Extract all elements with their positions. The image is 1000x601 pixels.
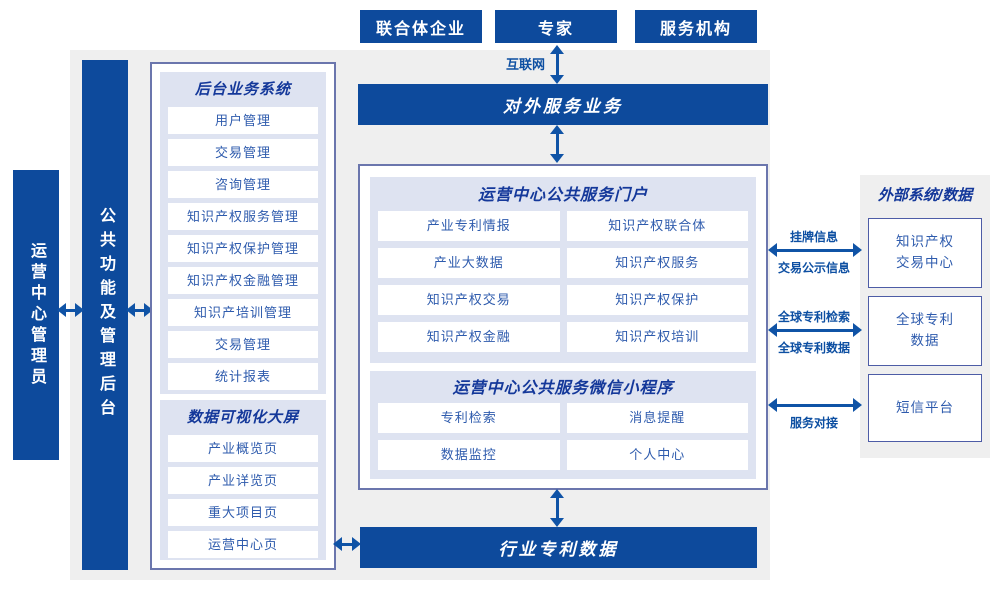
arrow-dashboard-to-patent-data-icon — [333, 537, 361, 551]
miniprogram-panel: 运营中心公共服务微信小程序 专利检索消息提醒数据监控个人中心 — [370, 371, 756, 479]
miniprogram-title: 运营中心公共服务微信小程序 — [452, 380, 674, 397]
backend-module-item: 知识产权服务管理 — [168, 203, 318, 230]
arrow-portal-to-global-patent-icon — [768, 323, 862, 337]
portal-module-item: 知识产权金融 — [378, 322, 560, 352]
arrow-portal-to-patent-data-icon — [550, 489, 564, 527]
backend-container: 后台业务系统 用户管理交易管理咨询管理知识产权服务管理知识产权保护管理知识产权金… — [150, 62, 336, 570]
actor-box-service-org: 服务机构 — [635, 10, 757, 43]
actor-box-consortium: 联合体企业 — [360, 10, 482, 43]
external-box-ip-exchange: 知识产权 交易中心 — [868, 218, 982, 288]
external-box-sms-platform: 短信平台 — [868, 374, 982, 442]
public-function-bar: 公共功能及管理后台 — [82, 60, 128, 570]
actor-box-expert: 专家 — [495, 10, 617, 43]
link2-bottom-label: 全球专利数据 — [777, 341, 850, 355]
portal-module-item: 知识产权服务 — [566, 248, 748, 278]
external-service-bar: 对外服务业务 — [358, 84, 768, 125]
backend-module-item: 交易管理 — [168, 139, 318, 166]
portal-panel: 运营中心公共服务门户 产业专利情报知识产权联合体产业大数据知识产权服务知识产权交… — [370, 177, 756, 363]
arrow-bar-to-portal-icon — [550, 125, 564, 163]
external-systems-title: 外部系统/数据 — [877, 187, 973, 204]
backend-module-item: 知识产权金融管理 — [168, 267, 318, 294]
backend-module-item: 交易管理 — [168, 331, 318, 358]
portal-module-item: 知识产权交易 — [378, 285, 560, 315]
link2-top-label: 全球专利检索 — [777, 310, 850, 324]
portal-module-item: 知识产权联合体 — [566, 211, 748, 241]
miniprogram-module-grid: 专利检索消息提醒数据监控个人中心 — [378, 403, 748, 470]
arrow-portal-to-ip-exchange-icon — [768, 243, 862, 257]
miniprogram-module-item: 专利检索 — [378, 403, 560, 433]
miniprogram-module-item: 消息提醒 — [566, 403, 748, 433]
portal-container: 运营中心公共服务门户 产业专利情报知识产权联合体产业大数据知识产权服务知识产权交… — [358, 164, 768, 490]
dashboard-title: 数据可视化大屏 — [186, 409, 299, 426]
miniprogram-module-item: 数据监控 — [378, 440, 560, 470]
link1-top-label: 挂牌信息 — [789, 230, 838, 244]
dashboard-page-item: 运营中心页 — [168, 531, 318, 558]
dashboard-page-item: 产业概览页 — [168, 435, 318, 462]
backend-module-item: 用户管理 — [168, 107, 318, 134]
admin-bar: 运营中心管理员 — [13, 170, 59, 460]
portal-module-item: 产业专利情报 — [378, 211, 560, 241]
dashboard-panel: 数据可视化大屏 产业概览页产业详览页重大项目页运营中心页 — [160, 400, 326, 560]
backend-module-item: 知识产培训管理 — [168, 299, 318, 326]
industry-patent-bar: 行业专利数据 — [360, 527, 757, 568]
arrow-admin-to-public-icon — [57, 303, 84, 317]
link3-bottom-label: 服务对接 — [789, 416, 838, 430]
backend-system-title: 后台业务系统 — [194, 81, 291, 98]
arrow-public-to-backend-icon — [126, 303, 153, 317]
external-box-global-patent: 全球专利 数据 — [868, 296, 982, 366]
backend-system-panel: 后台业务系统 用户管理交易管理咨询管理知识产权服务管理知识产权保护管理知识产权金… — [160, 72, 326, 394]
portal-module-item: 知识产权培训 — [566, 322, 748, 352]
backend-module-item: 统计报表 — [168, 363, 318, 390]
portal-module-item: 知识产权保护 — [566, 285, 748, 315]
portal-title: 运营中心公共服务门户 — [477, 187, 648, 204]
backend-module-item: 咨询管理 — [168, 171, 318, 198]
arrow-internet-icon — [550, 45, 564, 84]
dashboard-page-item: 重大项目页 — [168, 499, 318, 526]
link1-bottom-label: 交易公示信息 — [777, 261, 850, 275]
internet-label: 互联网 — [505, 57, 545, 72]
backend-module-item: 知识产权保护管理 — [168, 235, 318, 262]
portal-module-grid: 产业专利情报知识产权联合体产业大数据知识产权服务知识产权交易知识产权保护知识产权… — [378, 211, 748, 352]
dashboard-page-item: 产业详览页 — [168, 467, 318, 494]
portal-module-item: 产业大数据 — [378, 248, 560, 278]
arrow-portal-to-sms-icon — [768, 398, 862, 412]
miniprogram-module-item: 个人中心 — [566, 440, 748, 470]
